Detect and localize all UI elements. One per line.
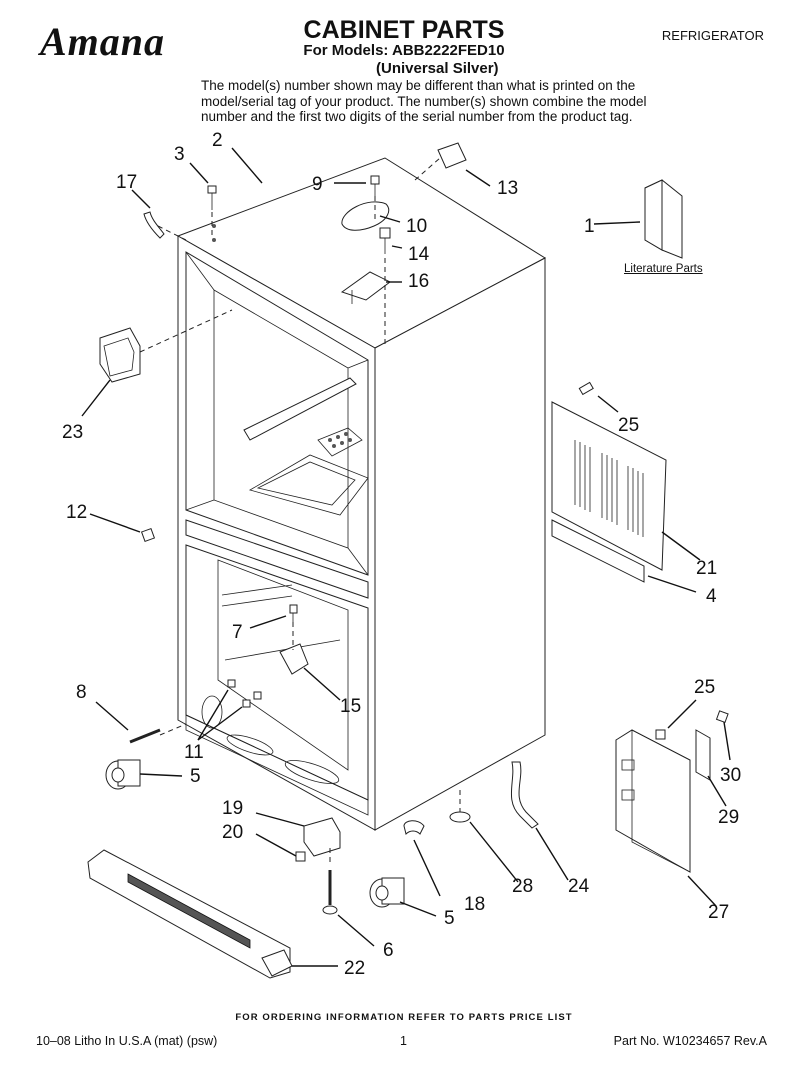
callout-label: 15 — [340, 696, 361, 717]
leveling-bracket — [303, 817, 341, 857]
callout-label: 12 — [66, 502, 87, 523]
litho-info: 10–08 Litho In U.S.A (mat) (psw) — [36, 1034, 218, 1048]
callout-label: 6 — [383, 940, 394, 961]
callout-label: 5 — [444, 908, 455, 929]
callout-label: 19 — [222, 798, 243, 819]
strip-4 — [551, 519, 645, 583]
callout-label: 14 — [408, 244, 430, 265]
callout-labels: 1 2 3 4 5 5 6 7 8 9 10 11 12 13 14 15 16… — [62, 130, 741, 979]
ordering-info: FOR ORDERING INFORMATION REFER TO PARTS … — [235, 1012, 573, 1023]
callout-label: 1 — [584, 216, 595, 237]
callout-label: 29 — [718, 807, 739, 828]
callout-label: 23 — [62, 422, 83, 443]
callout-label: 28 — [512, 876, 533, 897]
callout-label: 27 — [708, 902, 729, 923]
callout-label: 21 — [696, 558, 717, 579]
variant-line: (Universal Silver) — [376, 60, 499, 77]
cover-27 — [615, 729, 691, 873]
callout-label: 5 — [190, 766, 201, 787]
callout-label: 25 — [618, 415, 639, 436]
category-label: REFRIGERATOR — [661, 28, 764, 43]
cabinet — [176, 157, 547, 831]
callout-label: 24 — [568, 876, 590, 897]
callout-label: 22 — [344, 958, 365, 979]
models-line: For Models: ABB2222FED10 — [303, 42, 505, 59]
callout-label: 10 — [406, 216, 427, 237]
page-number: 1 — [400, 1034, 407, 1048]
control-box — [99, 327, 141, 383]
hinge-cover — [341, 201, 390, 231]
callout-label: 16 — [408, 271, 429, 292]
callout-label: 3 — [174, 144, 185, 165]
callout-label: 17 — [116, 172, 137, 193]
model-note: The model(s) number shown may be differe… — [201, 78, 647, 124]
callout-label: 4 — [706, 586, 717, 607]
back-panel — [551, 401, 667, 571]
bottom-hinge — [279, 643, 309, 675]
callout-label: 20 — [222, 822, 243, 843]
part-number: Part No. W10234657 Rev.A — [613, 1034, 767, 1048]
brand-logo: Amana — [40, 19, 166, 64]
callout-label: 9 — [312, 174, 323, 195]
callout-label: 8 — [76, 682, 87, 703]
callout-label: 11 — [184, 742, 204, 763]
literature-parts-label: Literature Parts — [624, 263, 703, 275]
label-part — [437, 142, 467, 169]
leader-lines — [81, 147, 731, 967]
callout-label: 13 — [497, 178, 518, 199]
callout-label: 2 — [212, 130, 223, 151]
page-title: CABINET PARTS — [303, 16, 505, 44]
callout-label: 25 — [694, 677, 715, 698]
bracket-29 — [695, 729, 711, 781]
callout-label: 30 — [720, 765, 741, 786]
callout-label: 7 — [232, 622, 243, 643]
callout-label: 18 — [464, 894, 485, 915]
